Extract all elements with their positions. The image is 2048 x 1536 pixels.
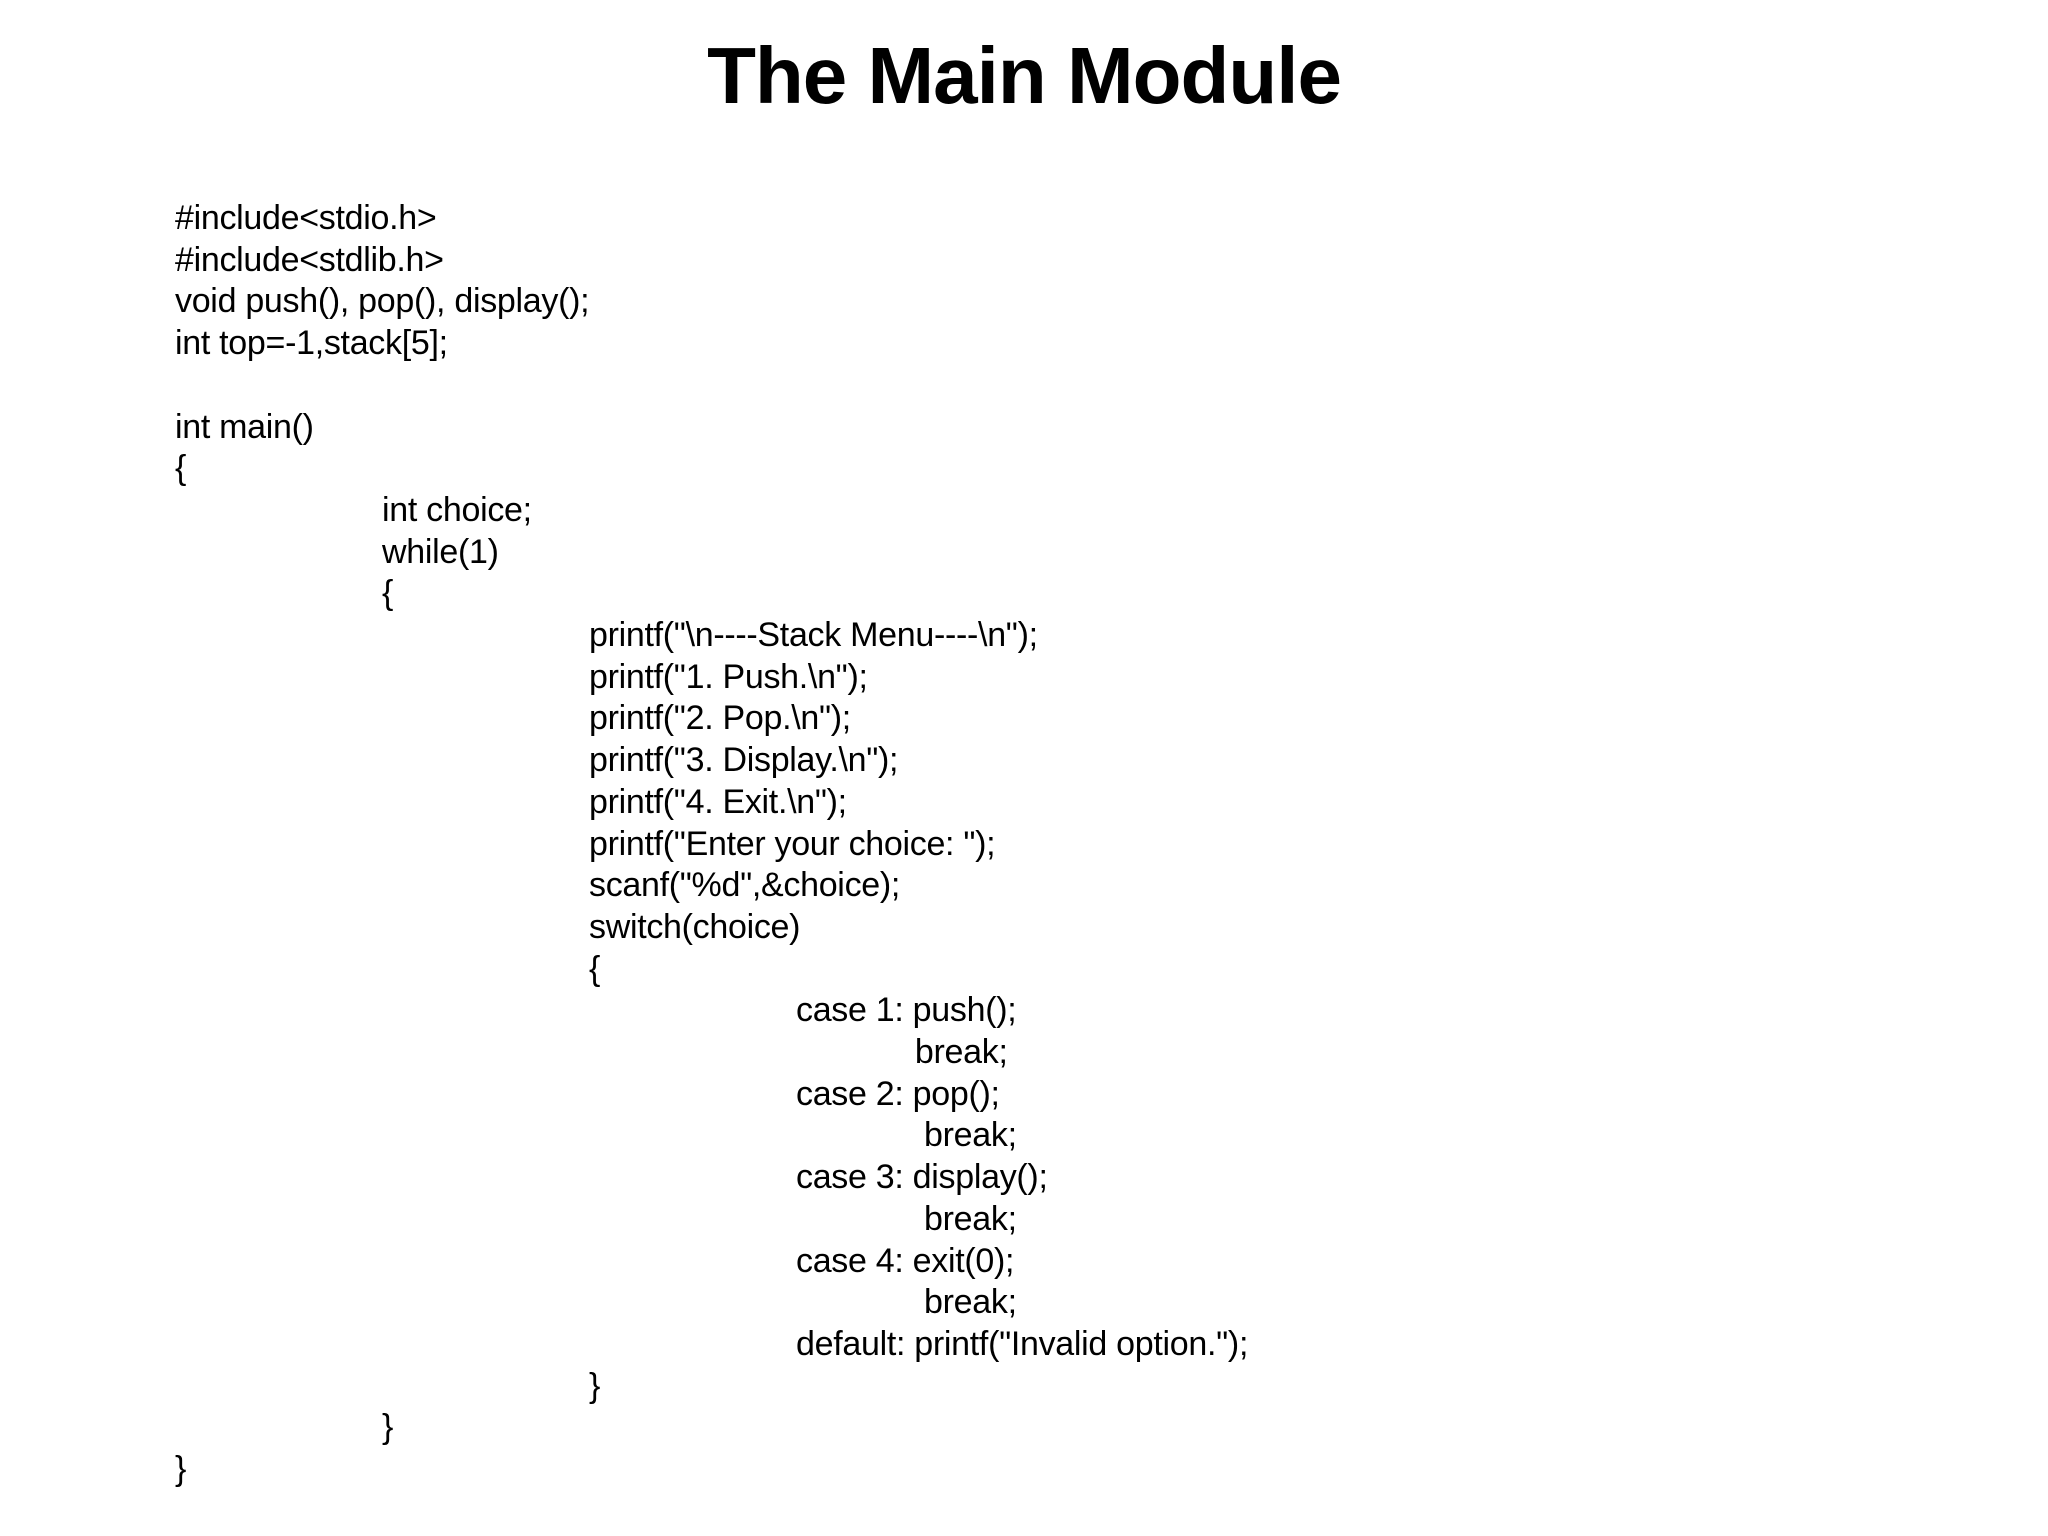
code-line: } [589, 1366, 601, 1405]
code-line: int choice; [382, 490, 532, 529]
code-line: printf("2. Pop.\n"); [589, 699, 851, 738]
code-line: } [175, 1450, 187, 1489]
code-line: case 2: pop(); [796, 1074, 1000, 1113]
code-line: printf("Enter your choice: "); [589, 824, 996, 863]
code-line: int main() [175, 407, 314, 446]
code-line [175, 365, 1248, 407]
code-line: int top=-1,stack[5]; [175, 324, 448, 363]
code-line: break; [796, 1116, 1017, 1155]
code-line: { [589, 949, 601, 988]
code-line: #include<stdio.h> [175, 199, 437, 237]
code-line: case 4: exit(0); [796, 1241, 1015, 1280]
code-line: { [382, 574, 394, 613]
code-line: case 3: display(); [796, 1158, 1048, 1197]
code-line: { [175, 449, 187, 488]
code-line: printf("4. Exit.\n"); [589, 782, 847, 821]
code-line: case 1: push(); [796, 991, 1017, 1030]
code-line: printf("\n----Stack Menu----\n"); [589, 616, 1038, 655]
code-line: } [382, 1408, 394, 1447]
code-line: default: printf("Invalid option."); [796, 1324, 1249, 1363]
code-line: break; [796, 1283, 1017, 1322]
code-line: printf("3. Display.\n"); [589, 741, 899, 780]
code-line: #include<stdlib.h> [175, 240, 444, 279]
code-line: switch(choice) [589, 907, 801, 946]
code-line: void push(), pop(), display(); [175, 282, 590, 321]
code-line: printf("1. Push.\n"); [589, 657, 868, 696]
code-block: #include<stdio.h>#include<stdlib.h>void … [175, 198, 1248, 1491]
code-line: break; [796, 1033, 1008, 1072]
code-line: while(1) [382, 532, 499, 571]
code-line: scanf("%d",&choice); [589, 866, 901, 905]
slide-title: The Main Module [707, 31, 1342, 120]
code-line: break; [796, 1199, 1017, 1238]
